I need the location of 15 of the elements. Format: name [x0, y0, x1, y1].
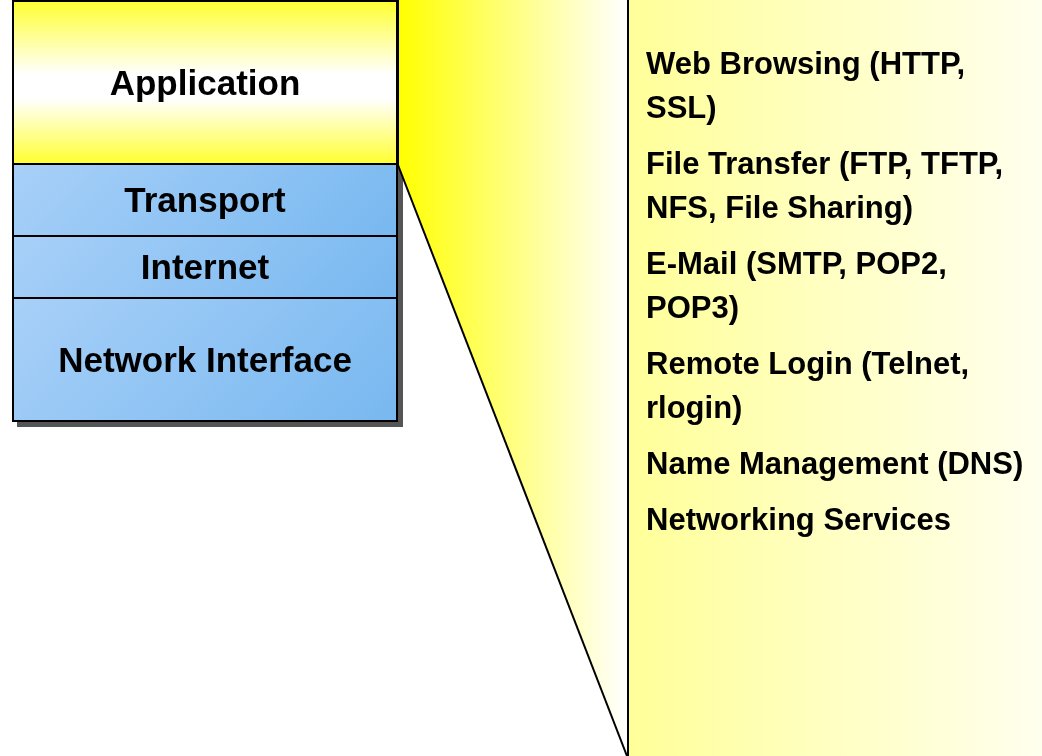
- layer-label: Network Interface: [58, 339, 352, 380]
- protocol-item: Web Browsing (HTTP, SSL): [646, 45, 967, 127]
- layer-box: [12, 163, 398, 237]
- protocol-item: Remote Login (Telnet, rlogin): [646, 345, 971, 427]
- layer-box: [12, 235, 398, 299]
- layer-label: Internet: [140, 247, 270, 287]
- detail-panel: [627, 0, 1042, 756]
- layer-label: Application: [109, 62, 301, 103]
- protocol-item: Networking Services: [646, 501, 952, 539]
- protocol-item: File Transfer (FTP, TFTP, NFS, File Sharing): [646, 145, 1005, 227]
- protocol-item: E-Mail (SMTP, POP2, POP3): [646, 245, 948, 327]
- layer-box: [12, 0, 398, 165]
- protocol-item: Name Management (DNS): [646, 445, 1025, 483]
- layer-box: [12, 297, 398, 422]
- layer-label: Transport: [124, 180, 286, 220]
